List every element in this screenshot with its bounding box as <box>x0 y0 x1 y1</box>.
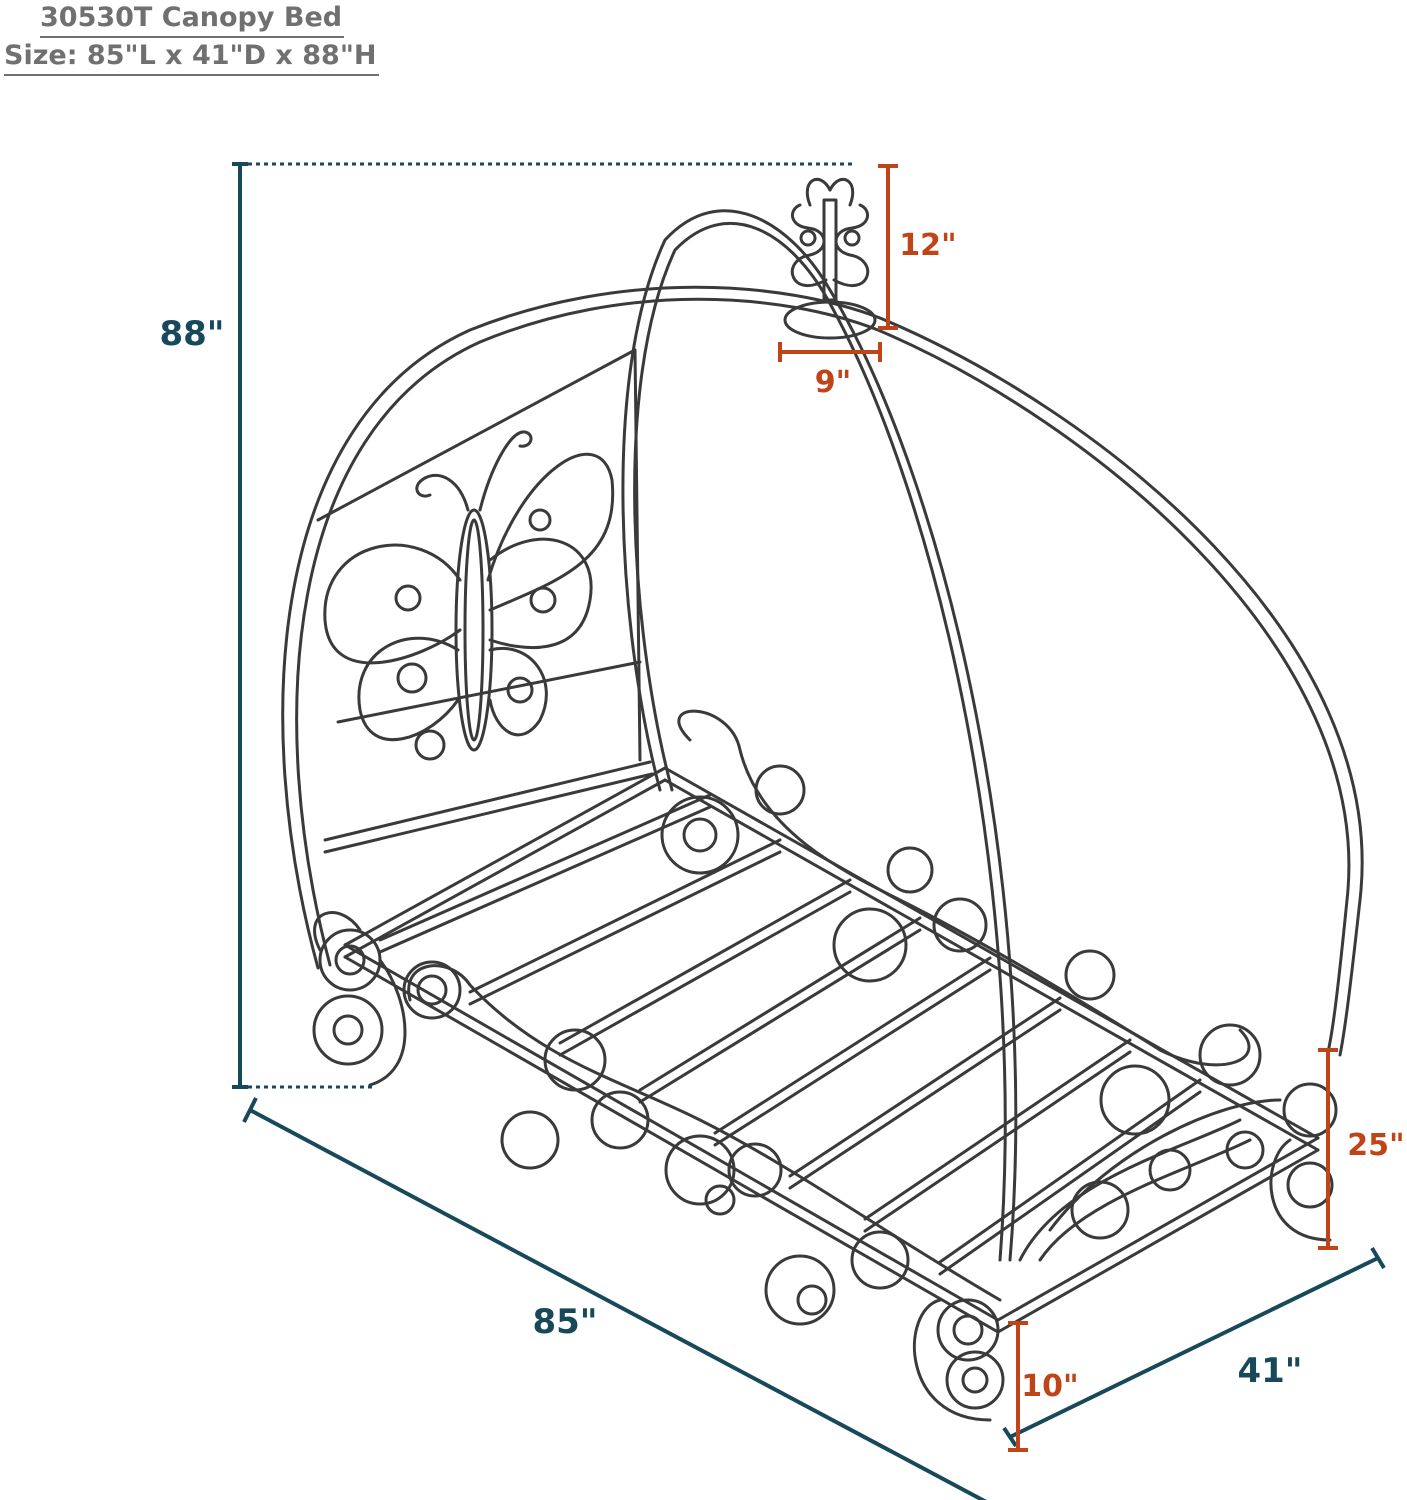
leg-height-dimension <box>1008 1321 1028 1452</box>
model-title: 30530T Canopy Bed <box>40 0 345 38</box>
finial-height-label: 12" <box>899 228 956 263</box>
height-label: 88" <box>159 314 224 354</box>
finial-height-dimension <box>878 164 898 330</box>
headboard-low-rail <box>323 760 652 842</box>
finial-width-dimension <box>778 342 882 362</box>
size-spec: Size: 85"L x 41"D x 88"H <box>4 38 379 76</box>
length-dimension <box>242 1097 987 1500</box>
headboard-low-rail-2 <box>323 772 654 854</box>
frame-foot-rail <box>996 1136 1320 1322</box>
side-scrolls <box>402 960 1002 1326</box>
footboard <box>1018 1098 1282 1262</box>
length-label: 85" <box>532 1302 597 1342</box>
frame-left-rail <box>343 943 1000 1322</box>
foot-legs <box>913 1082 1338 1422</box>
head-legs <box>312 911 407 1087</box>
depth-dimension <box>1002 1246 1386 1448</box>
canopy-inner-arc <box>621 209 1018 1262</box>
height-dimension <box>232 162 855 1089</box>
bed-drawing <box>281 177 1364 1422</box>
canopy-outer-arc <box>281 285 1364 1057</box>
headboard-top-rail <box>316 348 637 522</box>
frame-head-rail <box>343 766 667 947</box>
far-scrolls <box>660 709 1262 1136</box>
finial-width-label: 9" <box>815 365 852 400</box>
finial <box>783 177 877 340</box>
canopy-outer-arc-inner <box>295 297 1351 1054</box>
depth-label: 41" <box>1237 1351 1302 1391</box>
bed-slats <box>378 793 1202 1276</box>
canopy-inner-arc-2 <box>633 222 1007 1262</box>
footboard-height-label: 25" <box>1347 1128 1404 1163</box>
leg-height-label: 10" <box>1021 1369 1078 1404</box>
headboard-butterfly <box>323 430 615 761</box>
header: 30530T Canopy Bed Size: 85"L x 41"D x 88… <box>4 0 379 76</box>
footboard-height-dimension <box>1318 1048 1338 1250</box>
